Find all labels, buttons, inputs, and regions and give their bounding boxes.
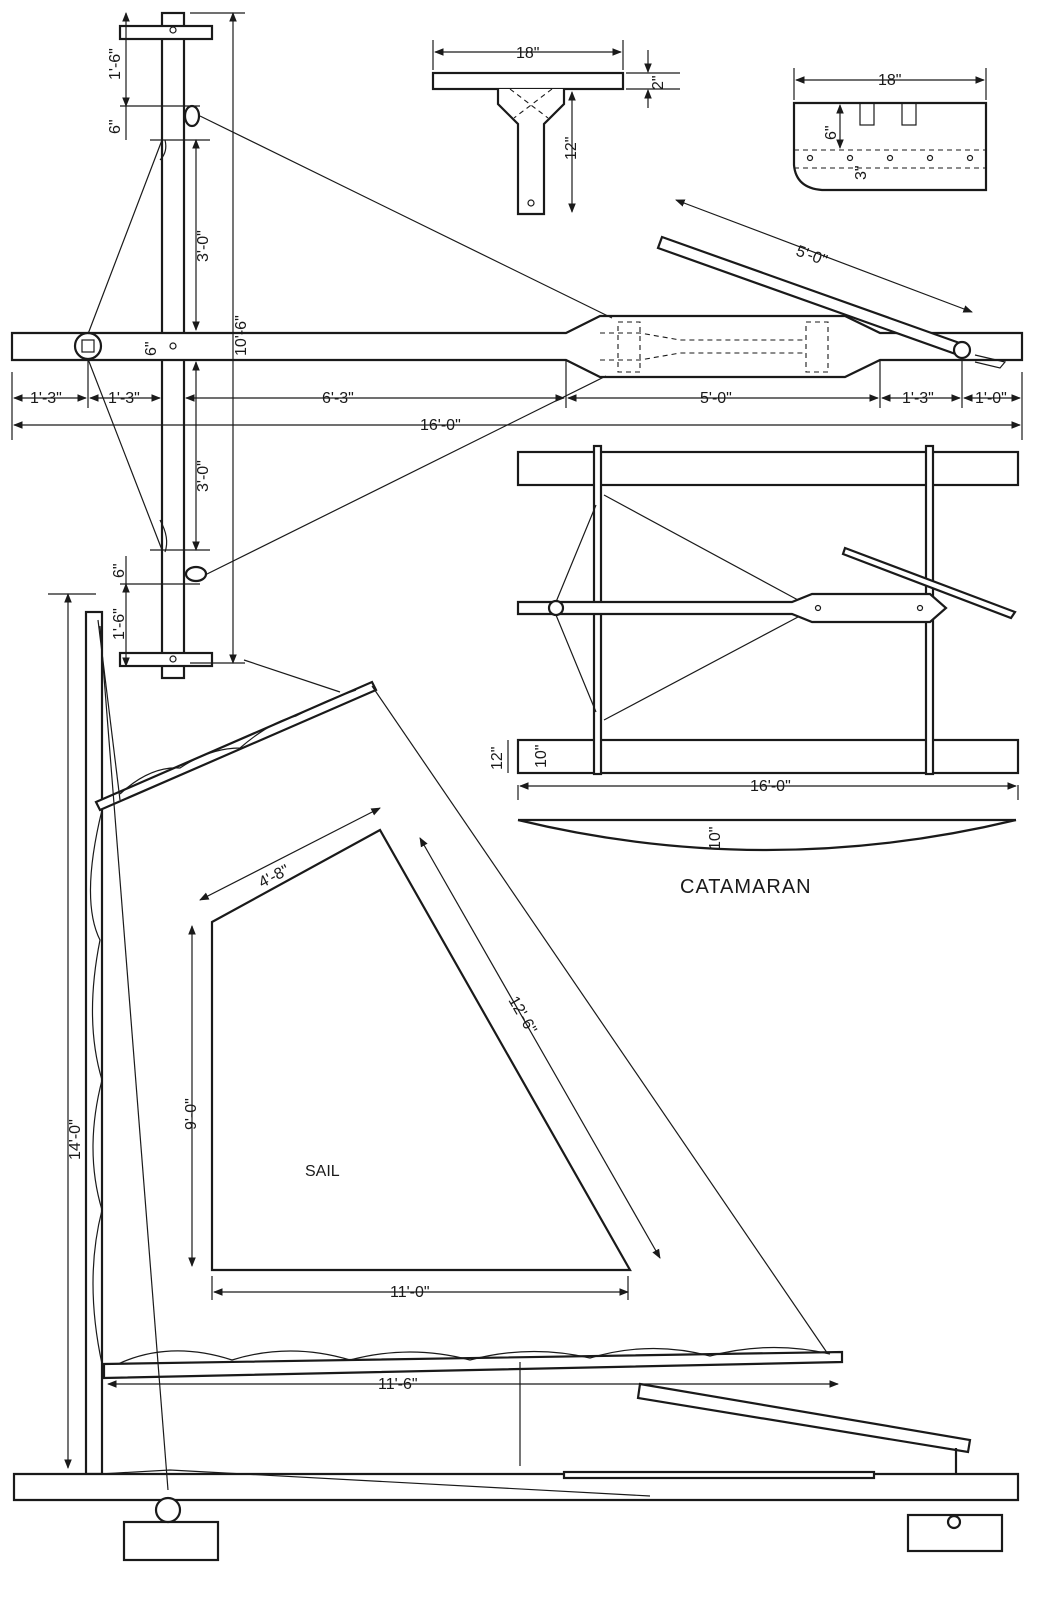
dim-lower-half: 3'-0" bbox=[195, 460, 212, 492]
front-runner-blade bbox=[122, 1520, 220, 1562]
mast-step-outline bbox=[617, 321, 641, 373]
blade-plate bbox=[792, 101, 988, 192]
dim-overall-length: 16'-0" bbox=[420, 417, 461, 434]
runner-post bbox=[496, 89, 566, 216]
dim-seg-5: 1'-3" bbox=[902, 390, 934, 407]
runner-thickness-label: 2" bbox=[650, 75, 667, 90]
blade-edge-label: 3" bbox=[853, 165, 870, 180]
dim-upper-offset: 1'-6" bbox=[107, 48, 124, 80]
hull-length-label: 16'-0" bbox=[750, 778, 791, 795]
dim-seg-4: 5'-0" bbox=[700, 390, 732, 407]
dim-seg-2: 1'-3" bbox=[108, 390, 140, 407]
dim-upper-block: 6" bbox=[107, 119, 124, 134]
gaff-lacing bbox=[119, 689, 357, 795]
boom-lacing bbox=[117, 1346, 831, 1365]
sail-luff-label: 9'-0" bbox=[183, 1098, 200, 1130]
blade-detail: 18" 6" 3" bbox=[792, 68, 988, 192]
drawing-title: CATAMARAN bbox=[680, 876, 812, 898]
frame-plan-view: 16'-0" 12" 10" 10" CATAMARAN bbox=[489, 444, 1020, 898]
dim-mast-step: 6" bbox=[143, 341, 160, 356]
runner-plank bbox=[431, 71, 625, 91]
lower-runner-block bbox=[118, 651, 214, 668]
boom bbox=[102, 1350, 844, 1380]
top-plan-view: 1'-3" 1'-3" 6'-3" 5'-0" 1'-3" 1'-0" 16'-… bbox=[10, 11, 1024, 680]
hull-rocker-label: 10" bbox=[707, 827, 724, 850]
dim-seg-3: 6'-3" bbox=[322, 390, 354, 407]
bolt-hole bbox=[169, 655, 177, 663]
mast-lacing bbox=[89, 809, 103, 1365]
hull-depth-label: 10" bbox=[533, 745, 550, 768]
lower-turnbuckle bbox=[184, 565, 208, 583]
gaff bbox=[94, 680, 378, 812]
upper-runner-block bbox=[118, 24, 214, 41]
frame-tiller bbox=[841, 546, 1017, 620]
runner-width-label: 18" bbox=[516, 45, 539, 62]
sail-foot-label: 11'-0" bbox=[390, 1284, 430, 1301]
frame-spine bbox=[516, 592, 948, 624]
sail-label: SAIL bbox=[305, 1163, 340, 1180]
sail-outline bbox=[210, 828, 632, 1272]
rudder-post-outline bbox=[805, 321, 829, 373]
runner-detail: 18" 2" 12" bbox=[431, 40, 680, 216]
sail-leech-label: 12'-6" bbox=[505, 994, 540, 1038]
bolt-hole bbox=[169, 26, 177, 34]
sail-pattern: 4'-8" 9'-0" 12'-6" 11'-0" SAIL bbox=[183, 807, 661, 1301]
hull-rocker-curve bbox=[517, 818, 1017, 852]
dim-tiller: 5'-0" bbox=[794, 243, 830, 270]
dim-upper-half: 3'-0" bbox=[195, 230, 212, 262]
dim-lower-offset: 1'-6" bbox=[111, 608, 128, 640]
sail-leech-line bbox=[371, 685, 833, 1361]
side-elevation: 14'-0" 11'-6" bbox=[12, 593, 1020, 1562]
hull-height-label: 12" bbox=[489, 747, 506, 770]
dim-seg-6: 1'-0" bbox=[975, 390, 1007, 407]
dim-lower-block: 6" bbox=[111, 563, 128, 578]
dim-crossbar-span: 10'-6" bbox=[233, 315, 250, 356]
shroud-lines bbox=[199, 115, 613, 576]
forestay-lines bbox=[87, 139, 163, 551]
blade-height-label: 6" bbox=[823, 125, 840, 140]
mast-step-circle bbox=[73, 331, 103, 361]
boom-length-label: 11'-6" bbox=[378, 1376, 418, 1393]
blade-width-label: 18" bbox=[878, 72, 901, 89]
dim-seg-1: 1'-3" bbox=[30, 390, 62, 407]
runner-post-label: 12" bbox=[563, 137, 580, 160]
upper-turnbuckle bbox=[183, 104, 201, 128]
mast-height-label: 14'-0" bbox=[67, 1119, 84, 1160]
side-tiller bbox=[636, 1382, 972, 1454]
